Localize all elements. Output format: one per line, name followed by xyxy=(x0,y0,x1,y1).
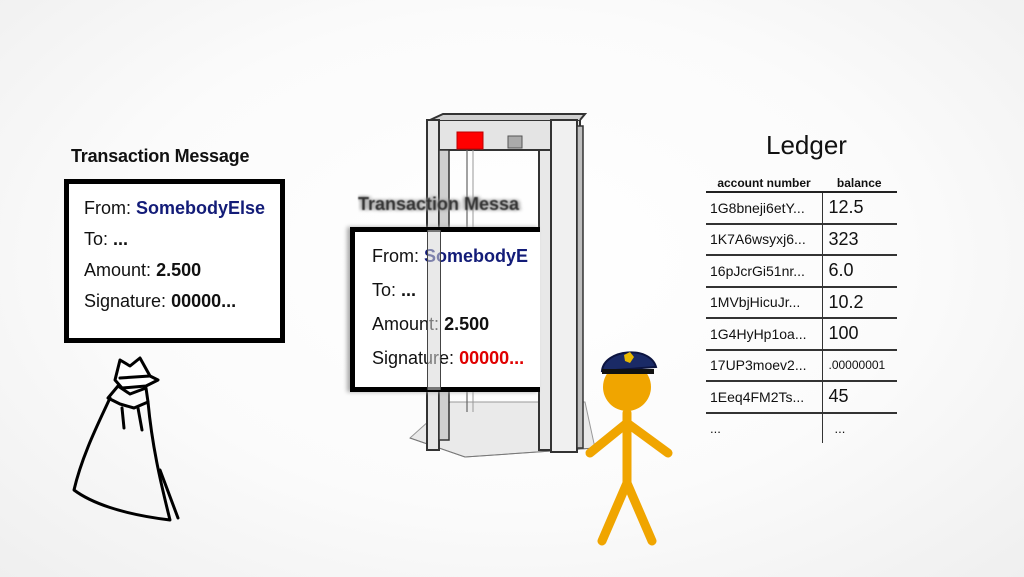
ledger-row: ... ... xyxy=(706,412,897,443)
middle-to-label: To: xyxy=(372,280,397,300)
middle-to-line: To: ... xyxy=(372,280,528,314)
left-from-label: From: xyxy=(84,198,131,218)
left-to-label: To: xyxy=(84,229,109,249)
ledger-balance: 45 xyxy=(822,381,897,414)
badge-icon xyxy=(624,352,634,363)
ledger-balance: 6.0 xyxy=(822,255,897,288)
ledger-col-balance: balance xyxy=(822,176,897,193)
left-amount-label: Amount: xyxy=(84,260,152,280)
middle-amount-value: 2.500 xyxy=(444,314,490,334)
middle-to-value: ... xyxy=(401,280,417,300)
ledger-account: 1G4HyHp1oa... xyxy=(706,318,823,351)
left-to-line: To: ... xyxy=(84,229,265,260)
left-signature-value: 00000... xyxy=(171,291,237,311)
ledger-balance: 10.2 xyxy=(822,286,897,319)
left-amount-value: 2.500 xyxy=(156,260,202,280)
left-from-value: SomebodyElse xyxy=(136,198,266,218)
left-to-value: ... xyxy=(113,229,129,249)
ledger-balance: 323 xyxy=(822,223,897,256)
middle-from-line: From: SomebodyE xyxy=(372,246,528,280)
ledger-row: 17UP3moev2... .00000001 xyxy=(706,349,897,382)
left-signature-line: Signature: 00000... xyxy=(84,291,265,312)
ledger-balance: ... xyxy=(834,420,846,436)
ledger-account: ... xyxy=(706,412,823,443)
ledger-account: 1MVbjHicuJr... xyxy=(706,286,823,319)
middle-amount-label: Amount: xyxy=(372,314,440,334)
alarm-light xyxy=(456,131,484,150)
ledger-account: 16pJcrGi51nr... xyxy=(706,255,823,288)
middle-signature-line: Signature: 00000... xyxy=(372,348,528,369)
middle-message-title: Transaction Messa xyxy=(358,194,520,214)
left-message-title: Transaction Message xyxy=(71,146,250,166)
ledger-balance: 100 xyxy=(822,318,897,351)
thief-figure xyxy=(72,356,180,522)
ledger-account: 1G8bneji6etY... xyxy=(706,192,823,225)
left-signature-label: Signature: xyxy=(84,291,167,311)
ledger-table: account number balance 1G8bneji6etY... 1… xyxy=(706,176,897,443)
ledger-row: 1MVbjHicuJr... 10.2 xyxy=(706,286,897,319)
middle-from-value: SomebodyE xyxy=(424,246,529,266)
ledger-account: 17UP3moev2... xyxy=(706,349,823,382)
middle-amount-line: Amount: 2.500 xyxy=(372,314,528,348)
metal-detector xyxy=(409,113,596,458)
ledger-balance: 12.5 xyxy=(822,192,897,225)
middle-from-label: From: xyxy=(372,246,419,266)
ledger-row: 16pJcrGi51nr... 6.0 xyxy=(706,255,897,288)
middle-signature-label: Signature: xyxy=(372,348,455,368)
ledger-title: Ledger xyxy=(766,130,847,160)
ledger-account: 1Eeq4FM2Ts... xyxy=(706,381,823,414)
ledger-row: 1G4HyHp1oa... 100 xyxy=(706,318,897,351)
left-from-line: From: SomebodyElse xyxy=(84,198,265,229)
ledger-row: 1G8bneji6etY... 12.5 xyxy=(706,192,897,225)
ledger-col-account: account number xyxy=(706,176,822,193)
left-message-box: From: SomebodyElse To: ... Amount: 2.500… xyxy=(64,179,285,343)
detector-pillar-front xyxy=(427,230,441,390)
left-amount-line: Amount: 2.500 xyxy=(84,260,265,291)
ledger-account: 1K7A6wsyxj6... xyxy=(706,223,823,256)
ledger-balance: .00000001 xyxy=(822,349,897,382)
ledger-row: 1Eeq4FM2Ts... 45 xyxy=(706,381,897,414)
guard-figure xyxy=(585,351,673,546)
middle-message-box: From: SomebodyE To: ... Amount: 2.500 Si… xyxy=(350,227,540,392)
middle-signature-value: 00000... xyxy=(459,348,525,368)
ledger-row: 1K7A6wsyxj6... 323 xyxy=(706,223,897,256)
